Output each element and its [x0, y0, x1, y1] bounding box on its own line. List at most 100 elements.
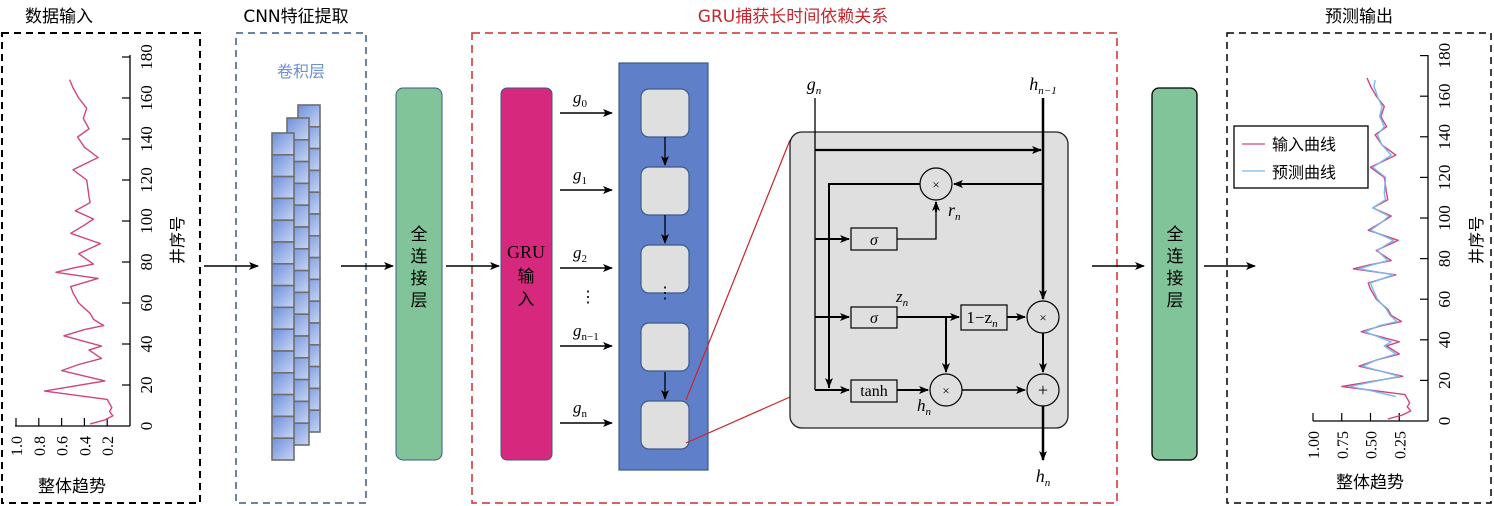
gru-chain-cell — [640, 244, 690, 294]
plus-icon: + — [1038, 380, 1048, 400]
y-tick-label: 160 — [137, 85, 156, 111]
conv-cell — [271, 262, 295, 287]
cnn-title: CNN特征提取 — [243, 7, 348, 27]
chart-right-legend: 输入曲线 预测曲线 — [1233, 125, 1369, 189]
tanh-label: tanh — [860, 383, 888, 400]
chart-left-ylabel: 井序号 — [168, 216, 187, 264]
legend-box — [1233, 125, 1369, 189]
conv-cell — [271, 350, 295, 374]
gn-label: gn — [807, 74, 822, 97]
y-tick-label: 40 — [137, 336, 156, 353]
hn-output-label: hn — [1036, 466, 1051, 489]
sigma-update-label: σ — [870, 310, 879, 327]
y-tick-label: 20 — [1435, 372, 1454, 389]
x-tick-label: 0.75 — [1335, 431, 1352, 459]
gru-input-block — [500, 87, 553, 461]
gru-cell-detail: gn hn−1 × σ rn σ zn 1−zn × — [789, 74, 1069, 489]
conv-cell — [271, 241, 295, 265]
conv-cell — [271, 393, 295, 418]
y-tick-label: 60 — [137, 295, 156, 312]
fc-layer-2-label: 全 连 接 层 — [1167, 225, 1184, 311]
gru-input-label-2: 输 — [518, 267, 535, 287]
g-label: gn — [573, 398, 588, 420]
y-tick-label: 140 — [1435, 124, 1454, 150]
gru-box — [471, 32, 1118, 504]
y-tick-label: 40 — [1435, 331, 1454, 348]
g-label: gn−1 — [573, 321, 599, 343]
conv-cell — [271, 306, 295, 330]
legend-input-label: 输入曲线 — [1272, 135, 1336, 154]
conv-cell — [271, 284, 295, 309]
y-tick-label: 60 — [1435, 291, 1454, 308]
legend-predicted-label: 预测曲线 — [1272, 163, 1336, 182]
conv-cell — [271, 437, 295, 461]
y-tick-label: 100 — [1435, 205, 1454, 231]
x-tick-label: 1.00 — [1306, 431, 1323, 459]
svg-text:层: 层 — [411, 291, 428, 311]
sigma-reset-label: σ — [870, 232, 879, 249]
x-tick-label: 0.25 — [1392, 431, 1409, 459]
x-tick-label: 0.2 — [100, 436, 117, 456]
series-line-predicted — [1349, 79, 1401, 398]
gru-title: GRU捕获长时间依赖关系 — [698, 7, 888, 27]
g-label: g2 — [573, 243, 587, 265]
svg-text:连: 连 — [411, 247, 428, 267]
conv-cell — [271, 415, 295, 439]
sigma-reset-out — [897, 202, 937, 240]
ellipsis-left: ⋮ — [580, 289, 596, 306]
svg-text:全: 全 — [411, 225, 428, 245]
conv-cell — [271, 371, 295, 396]
x-tick-label: 0.6 — [55, 436, 72, 456]
y-tick-label: 120 — [1435, 165, 1454, 191]
gru-input-label-3: 入 — [518, 290, 535, 310]
conv-cell — [271, 154, 295, 178]
zoom-line-top — [685, 139, 791, 401]
ellipsis-chain: ⋮ — [657, 285, 673, 302]
data-input-title: 数据输入 — [25, 7, 93, 27]
svg-text:连: 连 — [1167, 247, 1184, 267]
y-tick-label: 100 — [137, 208, 156, 234]
y-tick-label: 80 — [1435, 250, 1454, 267]
chart-left-xlabel: 整体趋势 — [38, 477, 106, 497]
y-tick-label: 20 — [137, 377, 156, 394]
h-prev-label: hn−1 — [1029, 74, 1056, 97]
svg-text:接: 接 — [411, 269, 428, 289]
x-tick-label: 0.50 — [1364, 431, 1381, 459]
multiply-icon: × — [942, 383, 949, 398]
y-tick-label: 80 — [137, 254, 156, 271]
y-tick-label: 180 — [137, 44, 156, 70]
series-line-input — [43, 79, 114, 425]
conv-cell — [271, 328, 295, 352]
y-tick-label: 0 — [1435, 417, 1454, 426]
one-minus-z-label: 1−zn — [966, 308, 998, 330]
svg-text:层: 层 — [1167, 291, 1184, 311]
gru-cell-box — [789, 131, 1069, 429]
chart-right-ylabel: 井序号 — [1467, 216, 1486, 264]
output-box — [1226, 32, 1492, 504]
conv-cell — [271, 219, 295, 243]
one-minus-z-box — [960, 304, 1008, 331]
x-tick-label: 0.8 — [32, 436, 49, 456]
multiply-icon: × — [932, 177, 939, 192]
fc-layer-1 — [395, 87, 443, 461]
zoom-line-bottom — [685, 396, 791, 444]
y-tick-label: 180 — [1435, 43, 1454, 69]
fc-layer-2 — [1151, 87, 1198, 461]
conv-cell — [271, 197, 295, 221]
gru-chain-cells — [640, 88, 690, 450]
rn-label: rn — [948, 200, 961, 223]
y-tick-label: 140 — [137, 126, 156, 152]
x-tick-label: 1.0 — [9, 436, 26, 456]
svg-text:接: 接 — [1167, 269, 1184, 289]
conv-layer-stack — [271, 104, 321, 461]
cnn-box — [235, 32, 367, 504]
output-title: 预测输出 — [1325, 7, 1393, 27]
y-tick-label: 0 — [137, 422, 156, 431]
candidate-h-label: hn — [917, 396, 932, 418]
svg-text:全: 全 — [1167, 225, 1184, 245]
conv-cell — [271, 175, 295, 200]
